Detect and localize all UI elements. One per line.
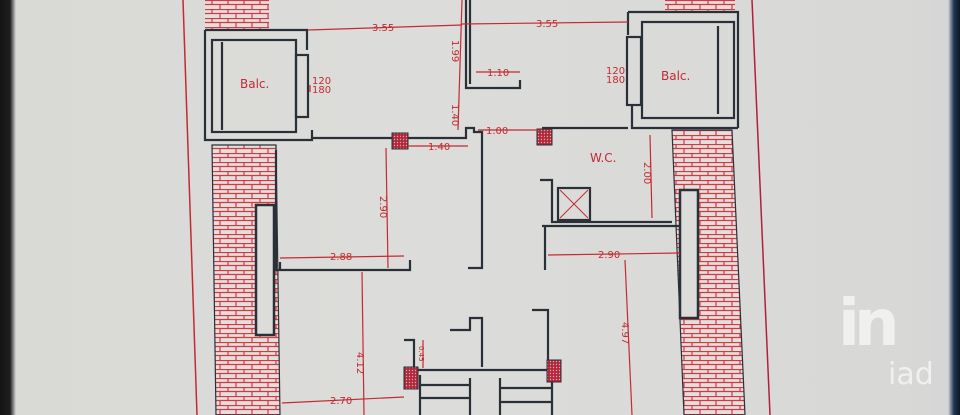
dim-top-right-width: 3.55 [536, 19, 558, 30]
window-right-wall [678, 188, 700, 320]
iad-logo-word: iad [888, 357, 934, 392]
dim-corridor-vertical: 1.40 [449, 104, 460, 126]
dimension-lines [279, 0, 681, 415]
brick-wall-top-right [665, 0, 735, 12]
column-4 [546, 359, 562, 383]
column-2 [536, 128, 553, 146]
dim-stair-small: 0.45 [417, 346, 425, 362]
dim-top-vertical: 1.99 [449, 40, 460, 62]
dim-wc-lower-width: 2.90 [598, 250, 620, 261]
column-3 [403, 366, 419, 390]
room-label-balcony-right: Balc. [661, 69, 690, 83]
dim-left-bottom-width: 2.70 [330, 396, 352, 407]
dim-room-left-width: 2.88 [330, 252, 352, 263]
window-left-wall [254, 203, 276, 337]
dim-right-bottom-height: 4.97 [619, 322, 630, 344]
dim-window-left-bottom: 180 [312, 85, 331, 96]
dim-wc-height: 2.00 [641, 162, 652, 184]
room-label-balcony-left: Balc. [240, 77, 269, 91]
dim-window-right-bottom: 180 [606, 75, 625, 86]
dim-closet-width: 1.10 [487, 68, 509, 79]
column-1 [391, 132, 409, 150]
dim-room-wall-segment: 1.40 [428, 142, 450, 153]
dim-window-left-top: 120 [312, 76, 331, 87]
brick-wall-top-left [205, 0, 269, 30]
sheet-border-left [182, 0, 198, 415]
dim-left-bottom-height: 4.12 [354, 352, 365, 374]
iad-logo-mark: in [838, 287, 899, 361]
dim-top-left-width: 3.55 [372, 23, 394, 34]
dim-door-width: 1.00 [486, 126, 508, 137]
iad-watermark-logo: in iad [838, 292, 948, 408]
sheet-border-right [751, 0, 766, 301]
dim-window-right-top: 120 [606, 66, 625, 77]
dim-room-left-height: 2.90 [377, 196, 388, 218]
room-label-wc: W.C. [590, 151, 617, 165]
walls [203, 0, 740, 415]
